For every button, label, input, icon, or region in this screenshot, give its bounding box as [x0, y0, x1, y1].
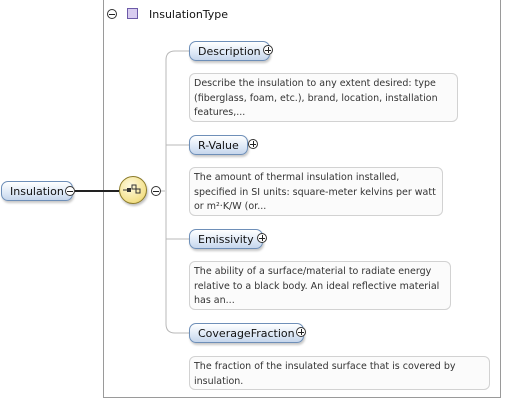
r-value-expand-icon[interactable]: [248, 139, 258, 149]
coverage-fraction-doc: The fraction of the insulated surface th…: [189, 356, 490, 390]
description-expand-icon[interactable]: [263, 45, 273, 55]
r-value-doc: The amount of thermal insulation install…: [189, 167, 443, 216]
root-collapse-icon[interactable]: [65, 186, 75, 196]
type-label: InsulationType: [149, 8, 229, 21]
element-coverage-fraction[interactable]: CoverageFraction: [189, 323, 304, 343]
element-r-value[interactable]: R-Value: [189, 135, 248, 155]
element-description[interactable]: Description: [189, 41, 270, 61]
root-element-insulation[interactable]: Insulation: [1, 181, 73, 201]
sequence-compositor-icon[interactable]: [119, 176, 147, 204]
compositor-collapse-icon[interactable]: [151, 186, 161, 196]
element-emissivity[interactable]: Emissivity: [189, 229, 263, 249]
coverage-fraction-expand-icon[interactable]: [296, 327, 306, 337]
description-doc: Describe the insulation to any extent de…: [189, 73, 458, 122]
emissivity-expand-icon[interactable]: [257, 233, 267, 243]
type-collapse-icon[interactable]: [107, 9, 117, 19]
complex-type-icon: [127, 8, 138, 19]
emissivity-doc: The ability of a surface/material to rad…: [189, 261, 451, 310]
